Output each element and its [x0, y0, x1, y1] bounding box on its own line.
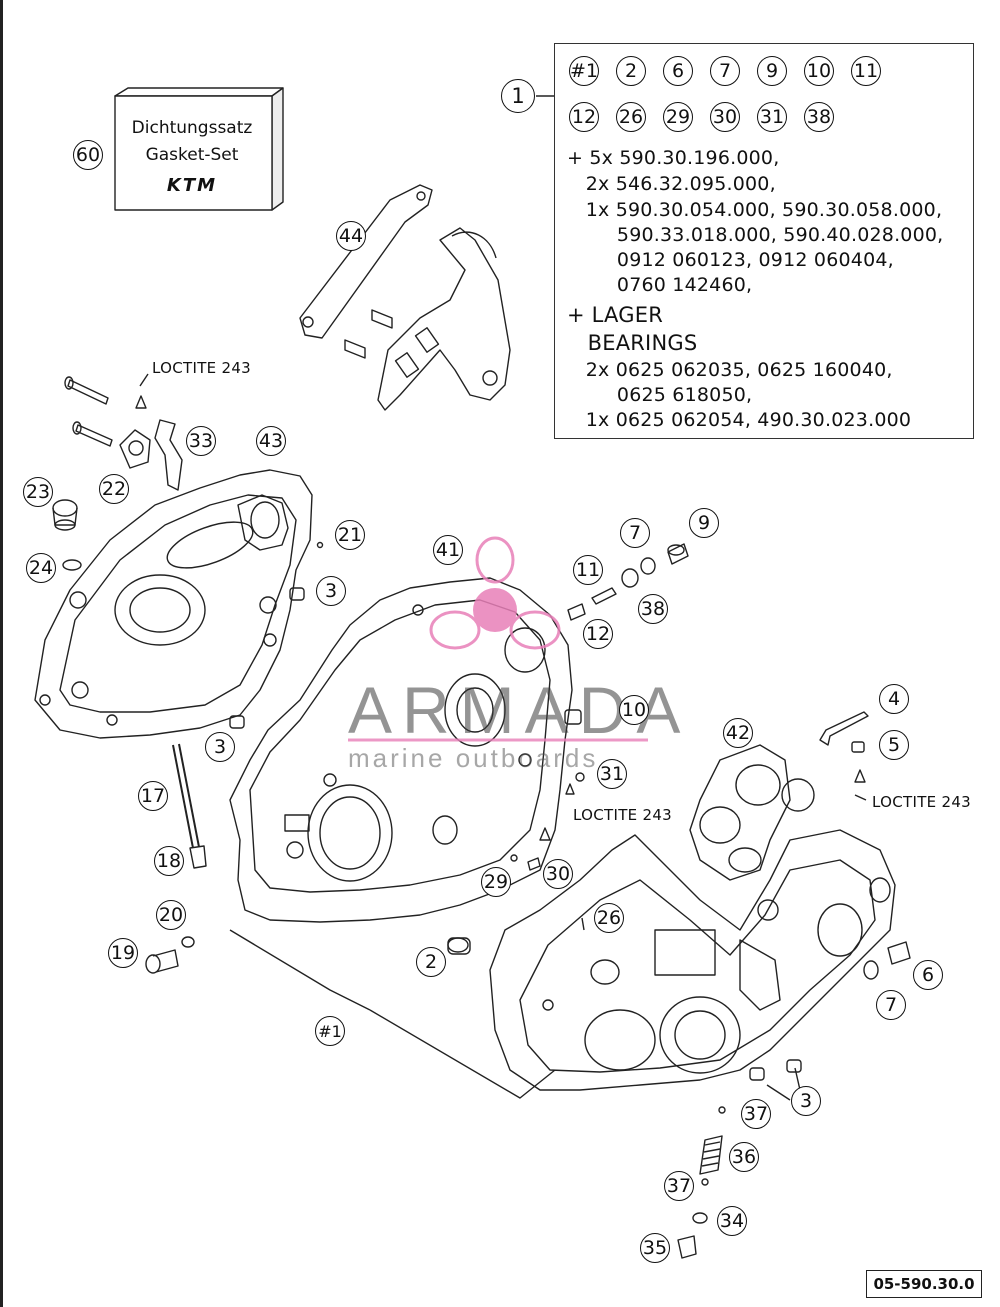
callout-30: 30 — [543, 859, 573, 889]
callout-26: 26 — [594, 903, 624, 933]
gasket-set-line1: Dichtungssatz — [131, 118, 253, 138]
callout-38: 38 — [638, 594, 668, 624]
pin-4 — [819, 711, 869, 746]
kit-line: 1x 590.30.054.000, 590.30.058.000, — [567, 199, 943, 221]
ktm-logo: KTM — [166, 175, 218, 196]
callout-10: 10 — [619, 695, 649, 725]
kit-line: BEARINGS — [567, 331, 698, 355]
spring-parts — [677, 1106, 726, 1259]
callout-42: 42 — [723, 718, 753, 748]
kit-item-7: 7 — [710, 56, 740, 86]
clutch-cover — [34, 469, 313, 739]
callout-35: 35 — [640, 1233, 670, 1263]
callout-22: 22 — [99, 474, 129, 504]
callout-21: 21 — [335, 520, 365, 550]
loctite-label-a: LOCTITE 243 — [150, 359, 254, 377]
callout-9: 9 — [689, 508, 719, 538]
kit-item-group-1: #1 — [569, 56, 599, 86]
callout-43: 43 — [256, 426, 286, 456]
kit-item-12: 12 — [569, 102, 599, 132]
callout-37b: 37 — [664, 1171, 694, 1201]
callout-37a: 37 — [741, 1099, 771, 1129]
callout-18: 18 — [154, 846, 184, 876]
small-parts-upper-right — [567, 543, 689, 621]
kit-line: 0625 618050, — [567, 384, 753, 406]
callout-11: 11 — [573, 555, 603, 585]
left-crankcase-half — [229, 577, 585, 923]
kit-item-31: 31 — [757, 102, 787, 132]
callout-12: 12 — [583, 619, 613, 649]
kit-item-38: 38 — [804, 102, 834, 132]
callout-4: 4 — [879, 684, 909, 714]
kit-item-30: 30 — [710, 102, 740, 132]
callout-7b: 7 — [876, 990, 906, 1020]
callout-3a: 3 — [316, 576, 346, 606]
callout-group-1: #1 — [315, 1016, 345, 1046]
kit-item-9: 9 — [757, 56, 787, 86]
kit-item-10: 10 — [804, 56, 834, 86]
kit-item-6: 6 — [663, 56, 693, 86]
callout-7a: 7 — [620, 518, 650, 548]
callout-5: 5 — [879, 730, 909, 760]
callout-1: 1 — [501, 79, 535, 113]
kit-line: + LAGER — [567, 303, 663, 327]
callout-33: 33 — [186, 426, 216, 456]
callout-6: 6 — [913, 960, 943, 990]
washer-7b — [863, 960, 879, 980]
callout-2: 2 — [416, 947, 446, 977]
callout-34: 34 — [717, 1206, 747, 1236]
o-ring-24 — [62, 559, 82, 571]
callout-23: 23 — [23, 477, 53, 507]
page-border — [0, 0, 3, 1307]
kit-line: 590.33.018.000, 590.40.028.000, — [567, 224, 944, 246]
callout-60: 60 — [73, 140, 103, 170]
callout-36: 36 — [729, 1142, 759, 1172]
callout-19: 19 — [108, 938, 138, 968]
gasket-set-line2: Gasket-Set — [145, 145, 239, 165]
kit-line: + 5x 590.30.196.000, — [567, 147, 780, 169]
callout-3c: 3 — [791, 1086, 821, 1116]
kit-line: 0760 142460, — [567, 274, 753, 296]
dowel-3b — [229, 715, 245, 729]
gasket-set-box-shape — [114, 87, 284, 211]
watermark-subtitle: marine outboards — [348, 743, 599, 773]
washer-20 — [181, 936, 195, 948]
right-crankcase-half — [489, 778, 896, 1091]
kit-item-11: 11 — [851, 56, 881, 86]
callout-41: 41 — [433, 535, 463, 565]
kit-line: 1x 0625 062054, 490.30.023.000 — [567, 409, 912, 431]
loctite-label-c: LOCTITE 243 — [870, 793, 974, 811]
callout-24: 24 — [26, 553, 56, 583]
callout-44: 44 — [336, 221, 366, 251]
pin-21 — [316, 541, 324, 549]
dowel-3a — [289, 587, 305, 601]
callout-3b: 3 — [205, 732, 235, 762]
kit-line: 2x 546.32.095.000, — [567, 173, 776, 195]
watermark-logo — [429, 536, 561, 650]
callout-29: 29 — [481, 867, 511, 897]
loctite-label-b: LOCTITE 243 — [571, 806, 675, 824]
plug-6 — [887, 941, 911, 965]
kit-line: 2x 0625 062035, 0625 160040, — [567, 359, 893, 381]
gasket-42 — [689, 744, 791, 881]
kit-item-2: 2 — [616, 56, 646, 86]
callout-31: 31 — [597, 759, 627, 789]
kit-item-26: 26 — [616, 102, 646, 132]
kit-item-29: 29 — [663, 102, 693, 132]
callout-20: 20 — [156, 900, 186, 930]
bolt-19 — [145, 949, 179, 974]
screw-5 — [851, 741, 865, 753]
kit-line: 0912 060123, 0912 060404, — [567, 249, 894, 271]
plug-18 — [189, 845, 207, 869]
plug-23 — [52, 499, 78, 531]
bracket-part-44 — [299, 184, 511, 411]
bolts-top-left — [64, 373, 183, 491]
drawing-reference: 05-590.30.0 — [866, 1270, 982, 1298]
callout-17: 17 — [138, 781, 168, 811]
